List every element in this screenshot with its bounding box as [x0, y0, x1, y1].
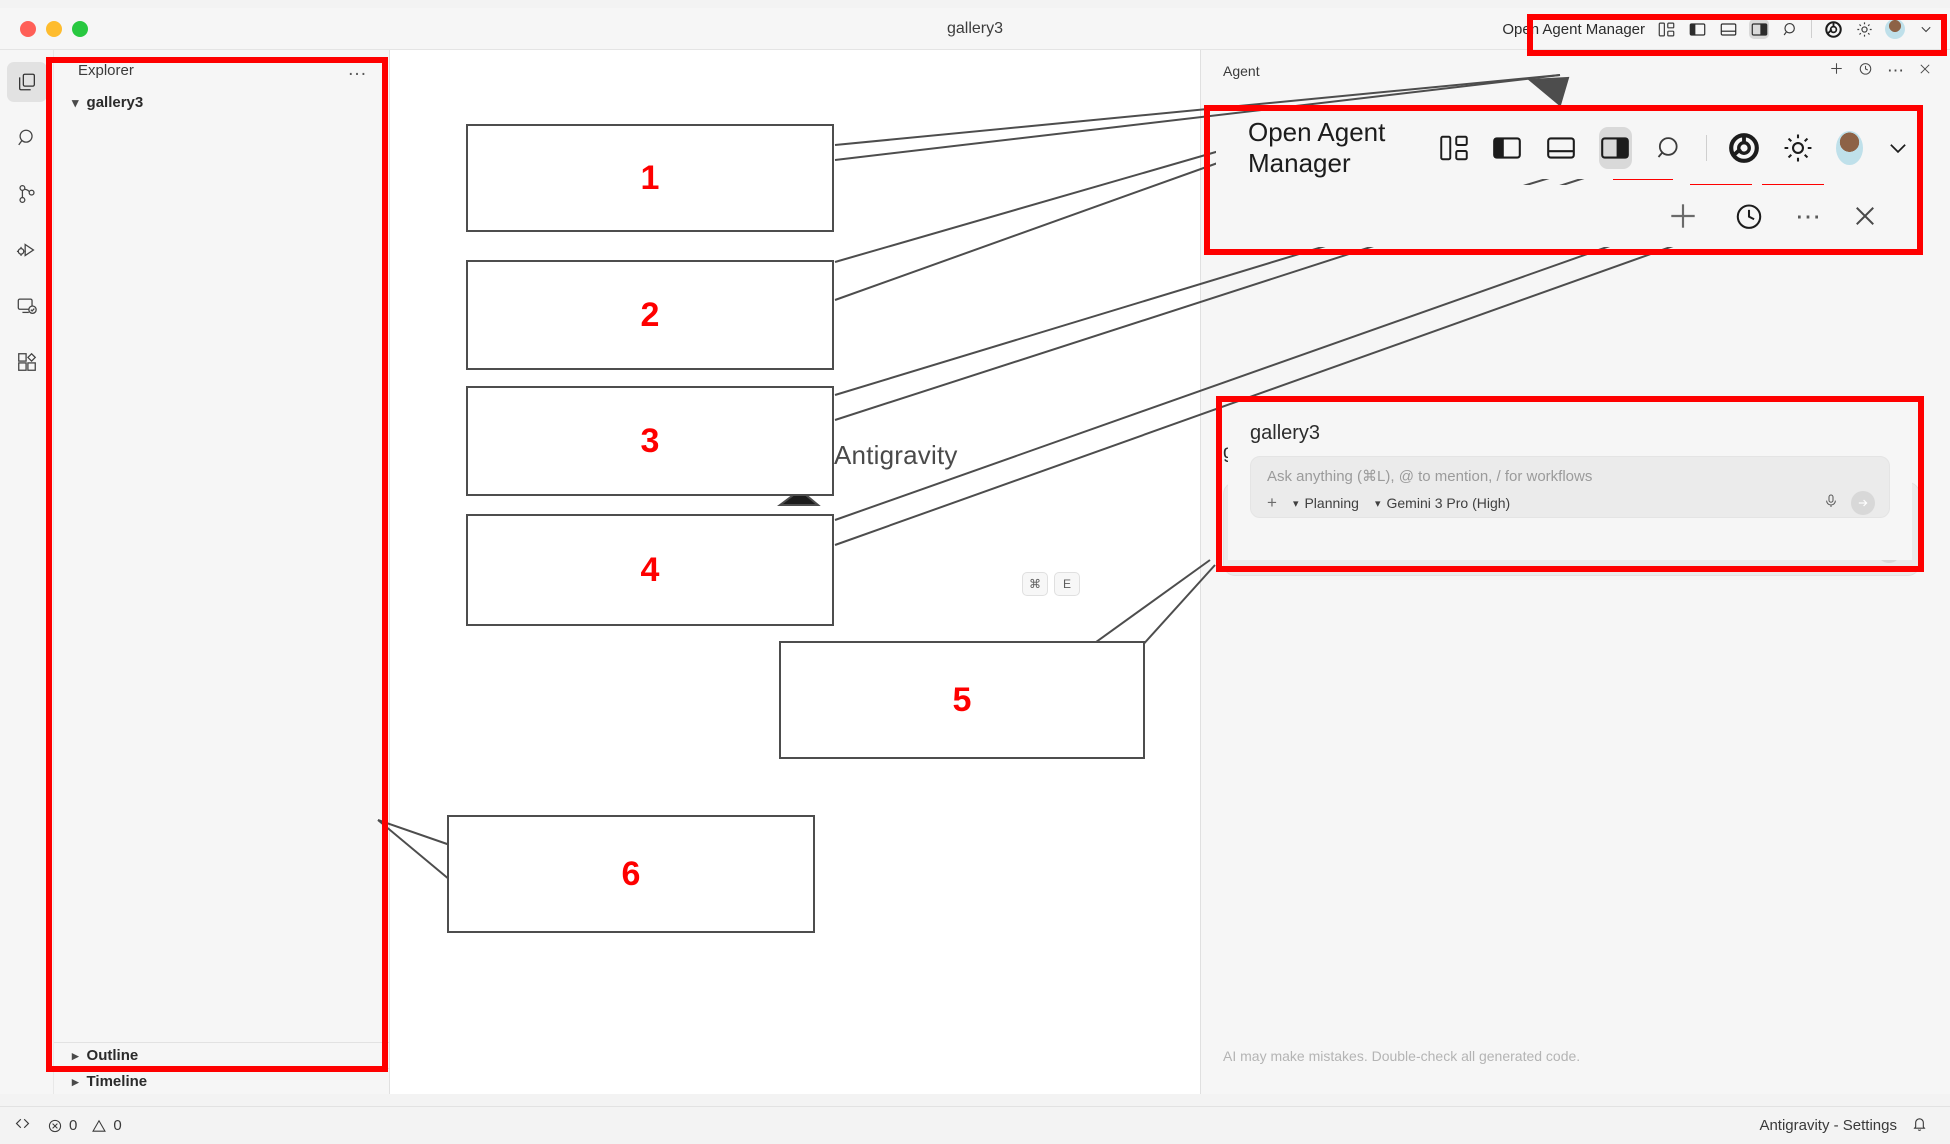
sidebar-item-remote-explorer[interactable] — [7, 286, 47, 326]
window-title: gallery3 — [946, 19, 1004, 37]
settings-status-label[interactable]: Antigravity - Settings — [1759, 1117, 1897, 1134]
sidebar-item-extensions[interactable] — [7, 342, 47, 382]
explorer-collapsed-sections: ▸ Outline ▸ Timeline — [54, 1042, 389, 1094]
error-count: 0 — [69, 1117, 78, 1134]
titlebar-actions: Open Agent Manager — [1502, 8, 1936, 50]
agent-panel-body: gallery3 Ask anything (⌘L), @ to mention… — [1201, 92, 1950, 1094]
explorer-title: Explorer — [78, 61, 134, 79]
toolbar-divider — [1811, 20, 1812, 38]
status-bar-right: Antigravity - Settings — [1759, 1115, 1928, 1136]
chevron-right-icon: ▸ — [72, 1047, 79, 1063]
chrome-icon[interactable] — [1823, 19, 1843, 39]
key-e: E — [1054, 572, 1080, 596]
activity-bar — [0, 50, 54, 1094]
model-selector[interactable]: ▾ Gemini 3 Pro (High) — [1354, 543, 1489, 559]
agent-panel-title: Agent — [1223, 63, 1260, 79]
add-context-button[interactable]: + — [1242, 541, 1252, 560]
sidebar-item-explorer[interactable] — [6, 62, 47, 102]
welcome-row-label: Edit code inline — [510, 574, 626, 593]
agent-panel-actions: ⋯ — [1829, 61, 1932, 81]
problems-status[interactable]: 0 0 — [47, 1117, 122, 1134]
agent-manager-icon[interactable] — [1656, 19, 1676, 39]
explorer-section-timeline[interactable]: ▸ Timeline — [54, 1068, 389, 1094]
welcome-row-label: Code with Agent — [510, 542, 634, 561]
chevron-down-icon[interactable] — [1916, 19, 1936, 39]
welcome-row-switch-agent-manager[interactable]: Switch to Agent Manager — [510, 507, 1080, 537]
panel-right-icon[interactable] — [1749, 19, 1769, 39]
chevron-down-icon: ▾ — [1353, 545, 1360, 558]
send-arrow-icon[interactable] — [1877, 539, 1901, 563]
explorer-panel: Explorer ... ▾ gallery3 ▸ Outline ▸ Time… — [54, 50, 390, 1094]
search-icon[interactable] — [1780, 19, 1800, 39]
explorer-root-folder[interactable]: ▾ gallery3 — [54, 90, 389, 115]
composer-controls: + ▾ Planning ▾ Gemini 3 Pro (High) — [1242, 539, 1901, 563]
mode-label: Planning — [1281, 543, 1336, 559]
open-agent-manager-label[interactable]: Open Agent Manager — [1502, 20, 1645, 38]
explorer-section-label: Outline — [86, 1047, 139, 1064]
remote-indicator-icon[interactable] — [14, 1115, 31, 1136]
explorer-section-outline[interactable]: ▸ Outline — [54, 1042, 389, 1068]
traffic-lights — [20, 20, 88, 37]
sidebar-item-search[interactable] — [7, 118, 47, 158]
account-avatar[interactable] — [1885, 19, 1905, 39]
explorer-more-actions-icon[interactable]: ... — [348, 59, 367, 80]
more-dots-icon[interactable]: ⋯ — [1887, 61, 1904, 80]
chevron-down-icon: ▾ — [72, 94, 79, 110]
editor-area: Start coding with Antigravity Switch to … — [390, 50, 1200, 1094]
maximize-window-button[interactable] — [72, 20, 88, 37]
notifications-bell-icon[interactable] — [1911, 1115, 1928, 1136]
chevron-down-icon: ▾ — [1269, 545, 1276, 558]
composer-placeholder: Ask anything (⌘L), @ to mention, / for w… — [1242, 500, 1568, 517]
agent-disclaimer: AI may make mistakes. Double-check all g… — [1223, 1048, 1581, 1064]
history-clock-icon[interactable] — [1858, 61, 1873, 81]
status-bar-left: 0 0 — [14, 1115, 122, 1136]
panel-bottom-icon[interactable] — [1718, 19, 1738, 39]
mode-selector[interactable]: ▾ Planning — [1270, 543, 1336, 559]
explorer-root-label: gallery3 — [86, 94, 144, 111]
explorer-section-label: Timeline — [86, 1073, 148, 1090]
key-cmd: ⌘ — [1022, 572, 1048, 596]
sidebar-item-source-control[interactable] — [7, 174, 47, 214]
model-label: Gemini 3 Pro (High) — [1365, 543, 1490, 559]
status-bar: 0 0 Antigravity - Settings — [0, 1106, 1950, 1144]
sidebar-item-run-and-debug[interactable] — [7, 230, 47, 270]
close-x-icon[interactable] — [1918, 62, 1932, 81]
welcome-row-edit-code-inline[interactable]: Edit code inline ⌘ E — [510, 567, 1080, 601]
panel-left-icon[interactable] — [1687, 19, 1707, 39]
agent-panel-header: Agent ⋯ — [1201, 50, 1950, 92]
welcome-row-label: Switch to Agent Manager — [510, 512, 700, 531]
conversation-name: gallery3 — [1223, 442, 1290, 463]
new-chat-plus-icon[interactable] — [1829, 61, 1844, 81]
welcome-row-code-with-agent[interactable]: Code with Agent — [510, 537, 1080, 567]
explorer-header: Explorer ... — [54, 50, 389, 90]
shortcut-keys: ⌘ E — [1022, 572, 1080, 596]
editor-welcome: Start coding with Antigravity Switch to … — [390, 440, 1200, 601]
welcome-title: Start coding with Antigravity — [632, 440, 958, 470]
agent-composer[interactable]: Ask anything (⌘L), @ to mention, / for w… — [1223, 482, 1920, 576]
warning-count: 0 — [113, 1117, 122, 1134]
microphone-icon[interactable] — [1843, 542, 1859, 561]
titlebar: gallery3 Open Agent Manager — [0, 8, 1950, 50]
settings-gear-icon[interactable] — [1854, 19, 1874, 39]
minimize-window-button[interactable] — [46, 20, 62, 37]
close-window-button[interactable] — [20, 20, 36, 37]
chevron-right-icon: ▸ — [72, 1073, 79, 1089]
agent-panel: Agent ⋯ gallery3 Ask anything (⌘L), @ to… — [1200, 50, 1950, 1094]
